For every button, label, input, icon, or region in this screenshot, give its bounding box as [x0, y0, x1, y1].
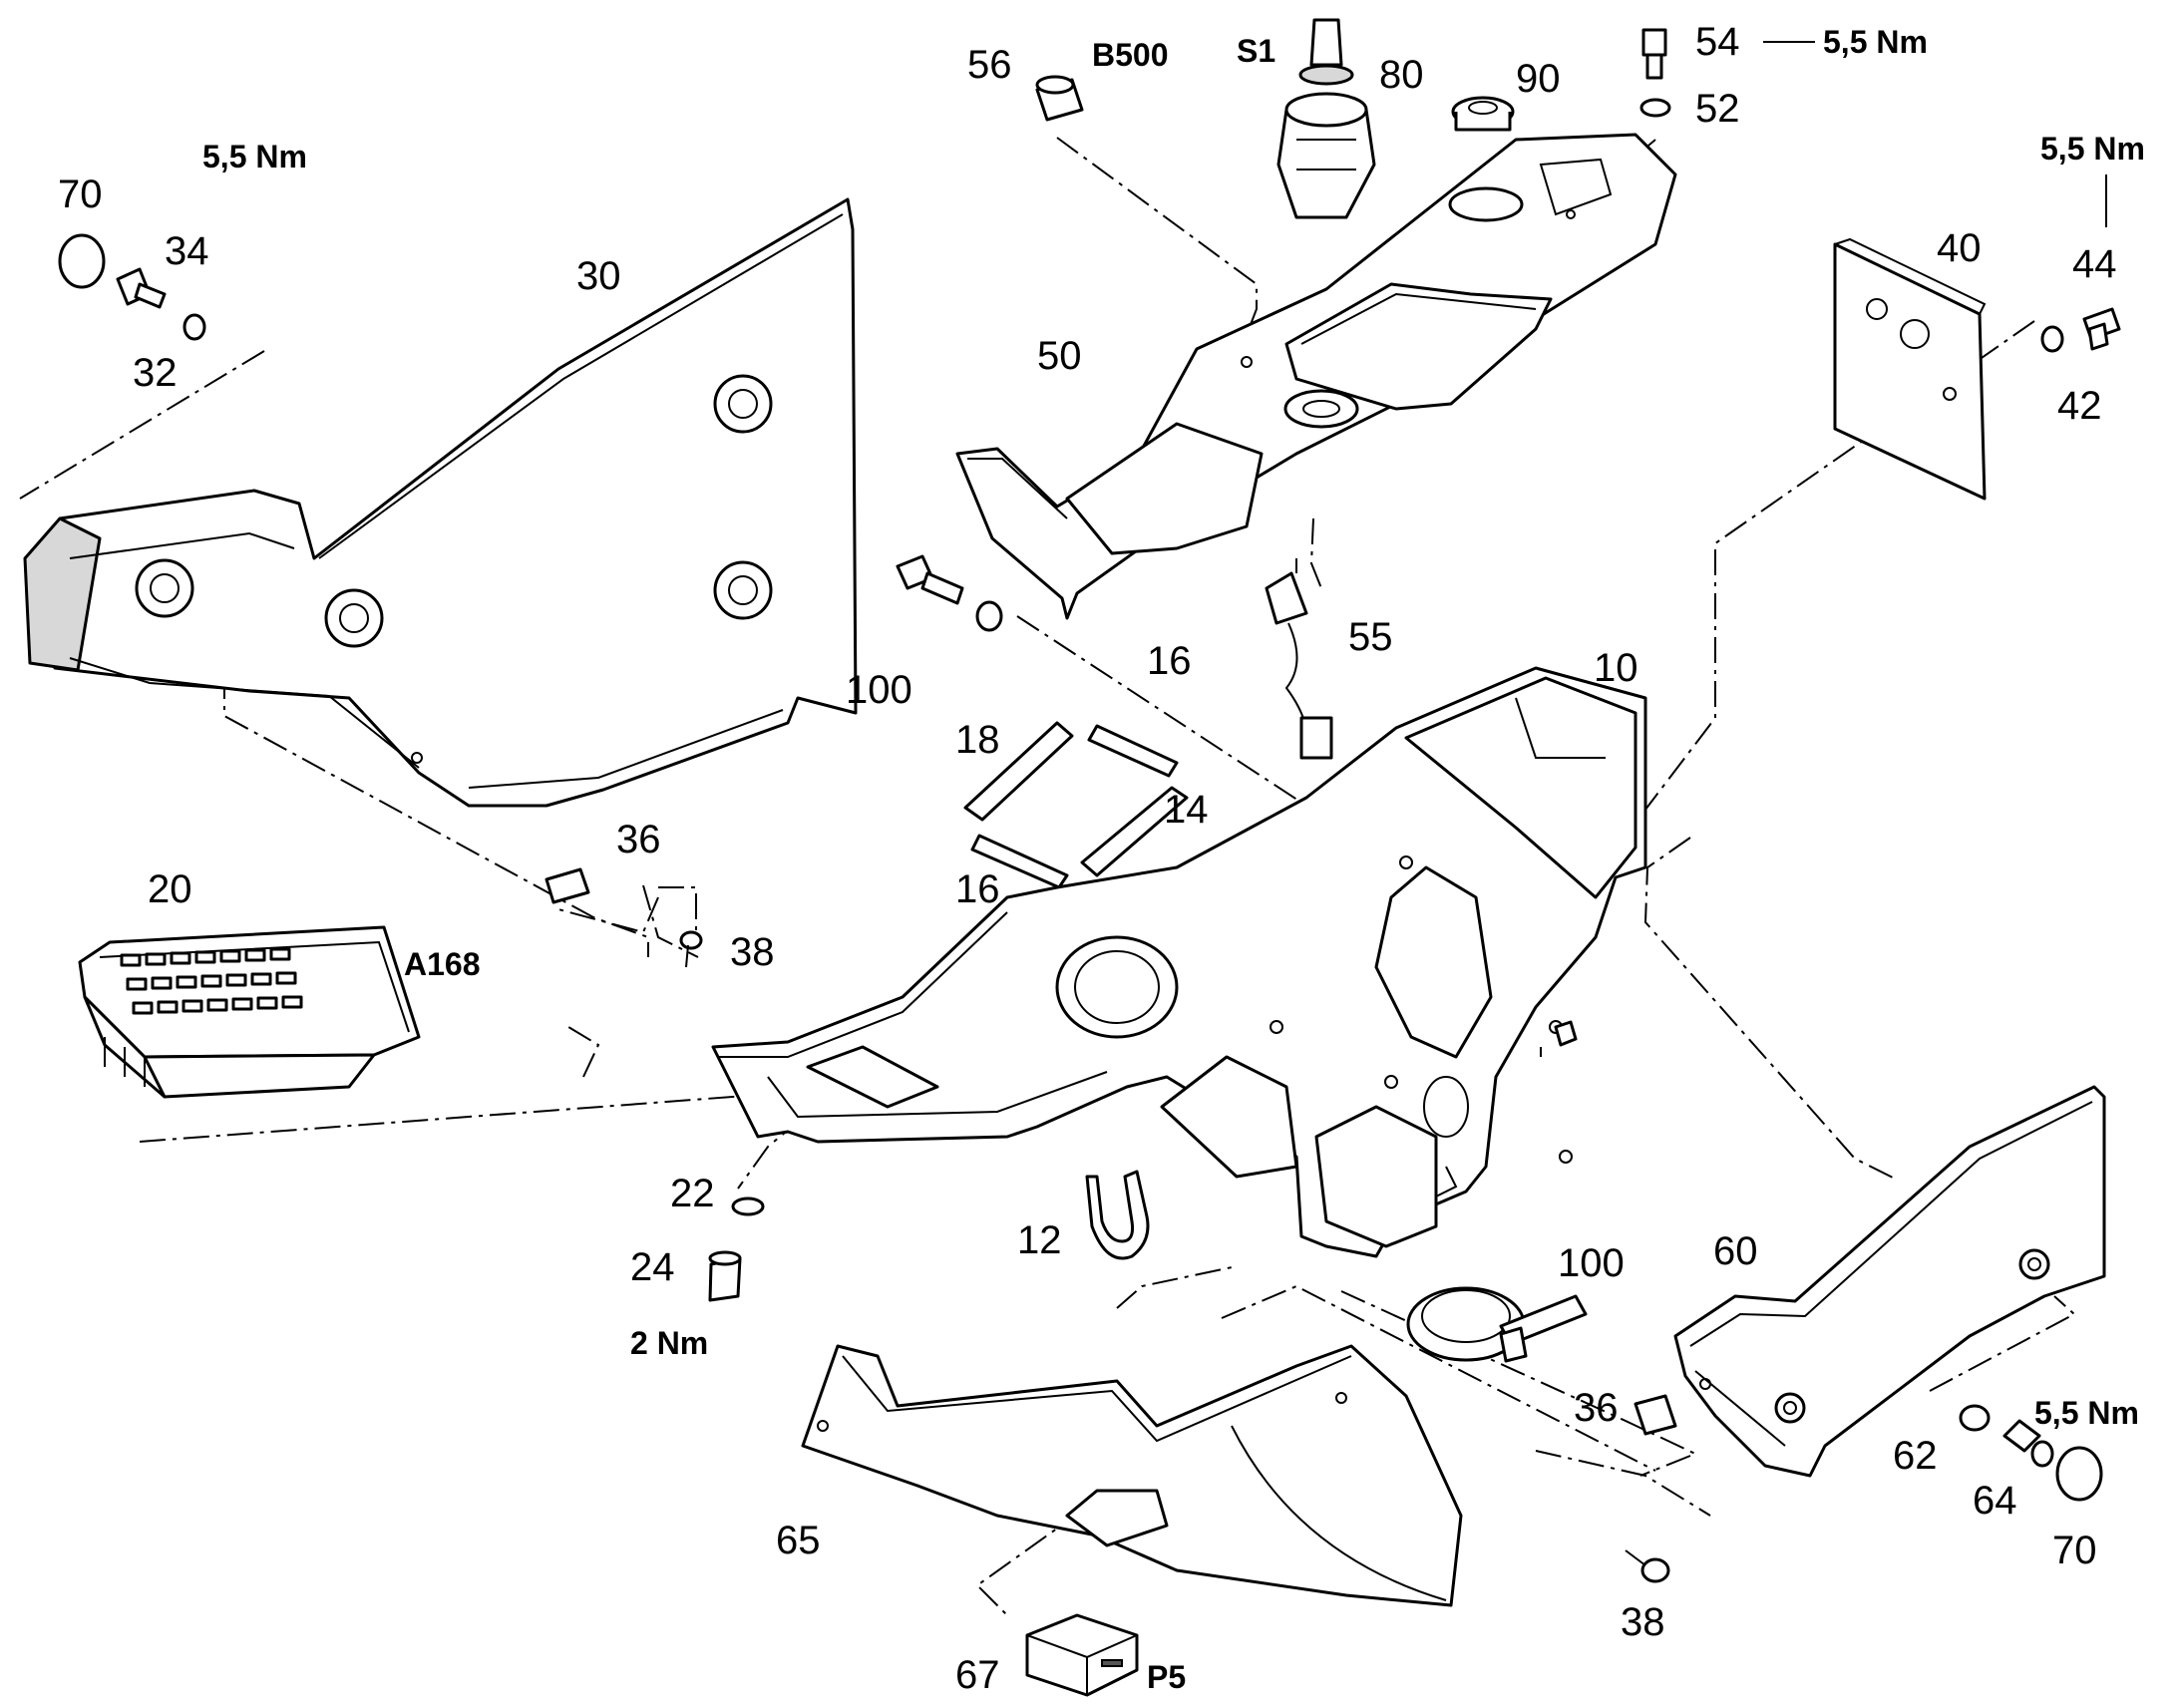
- label-56: 56: [967, 43, 1012, 87]
- label-80: 80: [1379, 53, 1424, 97]
- part-65-lower-cover: [801, 1344, 1463, 1607]
- part-24-bolt: [708, 1250, 742, 1302]
- part-labels: 10 12 14 16 16 18 20 22 24 30 32 34 36 3…: [58, 20, 2117, 1697]
- label-34: 34: [165, 229, 209, 273]
- label-70a: 70: [58, 172, 103, 216]
- part-22-washer: [731, 1196, 765, 1216]
- label-54: 54: [1695, 20, 1740, 64]
- part-20-keypad: [78, 925, 421, 1099]
- label-14: 14: [1164, 788, 1209, 832]
- label-16b: 16: [955, 867, 1000, 911]
- label-70b: 70: [2052, 1529, 2097, 1572]
- label-67: 67: [955, 1653, 1000, 1697]
- torque-labels: 5,5 Nm 5,5 Nm 5,5 Nm 5,5 Nm 2 Nm: [202, 24, 2145, 1431]
- label-38b: 38: [1621, 1600, 1665, 1644]
- label-52: 52: [1695, 87, 1740, 131]
- torque-44: 5,5 Nm: [2040, 131, 2145, 167]
- designator-a168: A168: [404, 946, 481, 982]
- torque-54: 5,5 Nm: [1823, 24, 1928, 60]
- label-100a: 100: [846, 668, 912, 712]
- part-30-left-cover: [23, 197, 858, 808]
- label-24: 24: [630, 1245, 675, 1289]
- part-44-bolt: [2082, 307, 2121, 351]
- designator-labels: A168 B500 S1 P5: [404, 33, 1275, 1695]
- part-50-top-console: [955, 133, 1677, 620]
- designator-b500: B500: [1092, 37, 1169, 73]
- part-100-bolt: [896, 554, 1003, 632]
- label-36b: 36: [1574, 1386, 1619, 1430]
- label-55: 55: [1348, 615, 1393, 659]
- torque-24: 2 Nm: [630, 1325, 708, 1361]
- part-100-cable-tie: [1406, 1286, 1588, 1363]
- part-56-cap: [1035, 75, 1084, 122]
- label-leaders: [1763, 41, 2107, 227]
- part-70-cap-right: [2055, 1446, 2103, 1502]
- part-40-bracket: [1833, 237, 1987, 501]
- part-38-screw-right: [1625, 1549, 1670, 1583]
- label-38a: 38: [730, 930, 775, 974]
- part-34-bolt-left: [116, 267, 167, 309]
- part-80-switch: [1276, 18, 1376, 219]
- label-65: 65: [776, 1519, 821, 1562]
- part-67-box: [1025, 1613, 1139, 1697]
- part-36-clip-left: [545, 867, 590, 904]
- label-64: 64: [1973, 1479, 2017, 1523]
- part-42-washer: [2040, 325, 2064, 353]
- part-52-washer: [1639, 98, 1671, 118]
- label-18: 18: [955, 718, 1000, 762]
- part-62-washer: [1959, 1404, 1991, 1432]
- part-38-screw-left: [679, 930, 703, 968]
- label-60: 60: [1713, 1229, 1758, 1273]
- label-22: 22: [670, 1172, 715, 1215]
- label-42: 42: [2057, 384, 2102, 428]
- part-36-clip-right: [1634, 1394, 1677, 1436]
- label-44: 44: [2072, 242, 2117, 286]
- designator-p5: P5: [1147, 1659, 1186, 1695]
- part-10-main-frame: [711, 666, 1647, 1258]
- part-70-cap-left: [58, 233, 106, 289]
- label-12: 12: [1017, 1218, 1062, 1262]
- label-36a: 36: [616, 818, 661, 861]
- label-90: 90: [1516, 57, 1561, 101]
- label-16a: 16: [1147, 639, 1192, 683]
- label-50: 50: [1037, 334, 1082, 378]
- label-62: 62: [1893, 1434, 1938, 1478]
- label-100b: 100: [1558, 1241, 1625, 1285]
- label-30: 30: [576, 254, 621, 298]
- label-10: 10: [1594, 646, 1638, 690]
- keypad-buttons: [120, 947, 303, 1015]
- part-90-grommet: [1451, 96, 1515, 132]
- part-32-washer-left: [182, 313, 206, 341]
- part-64-bolt: [2002, 1419, 2054, 1468]
- torque-64: 5,5 Nm: [2034, 1395, 2139, 1431]
- part-55-sensor: [1265, 558, 1333, 760]
- label-20: 20: [148, 867, 192, 911]
- foam-strips: [963, 721, 1189, 889]
- torque-34: 5,5 Nm: [202, 139, 307, 174]
- part-12-u-clip: [1085, 1170, 1150, 1260]
- part-54-bolt: [1641, 28, 1667, 80]
- part-60-right-cover: [1673, 1085, 2106, 1478]
- label-32: 32: [133, 351, 178, 395]
- designator-s1: S1: [1237, 33, 1275, 69]
- label-40: 40: [1937, 226, 1982, 270]
